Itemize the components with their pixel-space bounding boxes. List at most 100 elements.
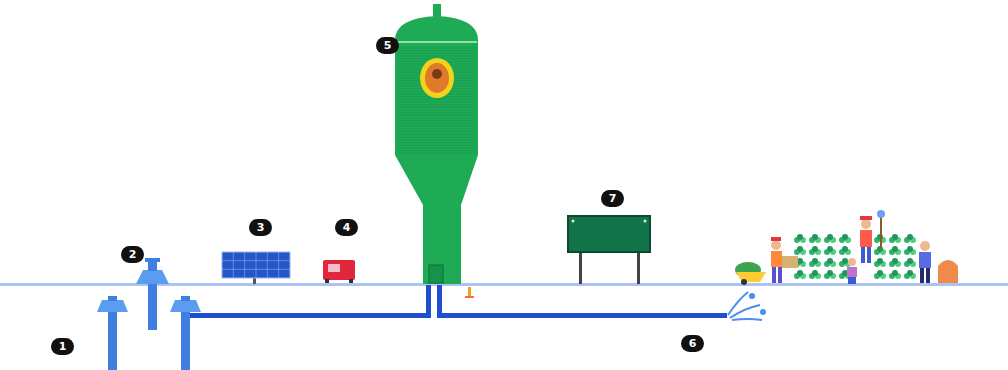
wheel: [741, 279, 747, 285]
generator-body: [323, 260, 355, 280]
tower-band: [396, 41, 477, 43]
texture-line: [397, 134, 476, 135]
tap-stem: [468, 287, 471, 297]
leaf: [827, 234, 833, 240]
leaf: [842, 234, 848, 240]
leaf: [907, 246, 913, 252]
body: [771, 251, 782, 267]
board-bolt: [572, 220, 575, 223]
sprinkler: [728, 292, 765, 320]
tool-head: [877, 210, 885, 218]
texture-line: [397, 118, 476, 119]
texture-line: [397, 107, 476, 108]
texture-line: [397, 112, 476, 113]
plant: [824, 258, 836, 267]
plant: [809, 246, 821, 255]
pump-top: [181, 296, 190, 301]
texture-line: [397, 126, 476, 127]
leg: [867, 247, 871, 263]
water-pipes: [190, 285, 727, 318]
leaf: [797, 246, 803, 252]
pump-top: [108, 296, 117, 301]
plant: [824, 270, 836, 279]
panel-grid: [222, 252, 290, 278]
callout-number: 3: [249, 219, 272, 236]
grid-line: [278, 252, 279, 278]
texture-line: [397, 110, 476, 111]
leaf: [812, 270, 818, 276]
leaf: [797, 234, 803, 240]
callout-number: 7: [601, 190, 624, 207]
texture-line: [397, 53, 476, 54]
leaf: [827, 270, 833, 276]
pump-head: [97, 300, 128, 312]
leg: [920, 268, 924, 283]
spray: [730, 305, 760, 318]
grid-line: [267, 252, 268, 278]
grid-line: [222, 260, 290, 261]
leaf: [812, 234, 818, 240]
plant: [889, 258, 901, 267]
plant: [794, 246, 806, 255]
generator: [323, 260, 355, 283]
plant: [824, 234, 836, 243]
leaf: [892, 258, 898, 264]
plant: [889, 270, 901, 279]
borehole-pumps: [97, 258, 201, 370]
leaf: [827, 258, 833, 264]
pipe: [426, 285, 431, 318]
plant: [809, 234, 821, 243]
tool: [880, 216, 882, 248]
grid-line: [244, 252, 245, 278]
plant: [794, 270, 806, 279]
leg: [778, 267, 782, 283]
board-bolt: [644, 220, 647, 223]
spray: [728, 292, 748, 315]
plant: [889, 246, 901, 255]
plant: [839, 246, 851, 255]
texture-line: [397, 123, 476, 124]
texture-line: [397, 150, 476, 151]
generator-foot: [325, 279, 329, 283]
tap: [465, 287, 474, 298]
borehole-pipe: [181, 312, 190, 370]
leaf: [907, 270, 913, 276]
leg: [772, 267, 776, 283]
texture-line: [397, 137, 476, 138]
tower-body: [395, 16, 478, 284]
legs: [848, 277, 856, 284]
leaf: [827, 246, 833, 252]
tower-door: [429, 265, 443, 283]
emblem-face: [432, 69, 442, 79]
pipe: [190, 313, 430, 318]
panel: [222, 252, 290, 278]
farmers: [735, 210, 958, 285]
crops: [794, 234, 916, 279]
leg: [861, 247, 865, 263]
pump-head: [136, 270, 169, 284]
texture-line: [397, 99, 476, 100]
pump-cap: [145, 258, 160, 262]
plant: [824, 246, 836, 255]
generator-panel: [328, 264, 340, 272]
callout-number: 1: [51, 338, 74, 355]
solar-panel: [222, 252, 290, 284]
leaf: [812, 258, 818, 264]
texture-line: [397, 48, 476, 49]
texture-line: [397, 147, 476, 148]
leaf: [907, 234, 913, 240]
plant: [904, 270, 916, 279]
hat: [860, 216, 872, 220]
plant: [874, 270, 886, 279]
board: [568, 216, 650, 252]
plant: [794, 234, 806, 243]
tower-lines: [397, 48, 476, 153]
emblem-ring: [420, 58, 454, 98]
leaf: [877, 270, 883, 276]
texture-line: [397, 139, 476, 140]
pump-head: [170, 300, 201, 312]
board-leg: [637, 250, 640, 284]
hat: [771, 237, 781, 241]
head: [848, 258, 856, 266]
grid-line: [222, 269, 290, 270]
